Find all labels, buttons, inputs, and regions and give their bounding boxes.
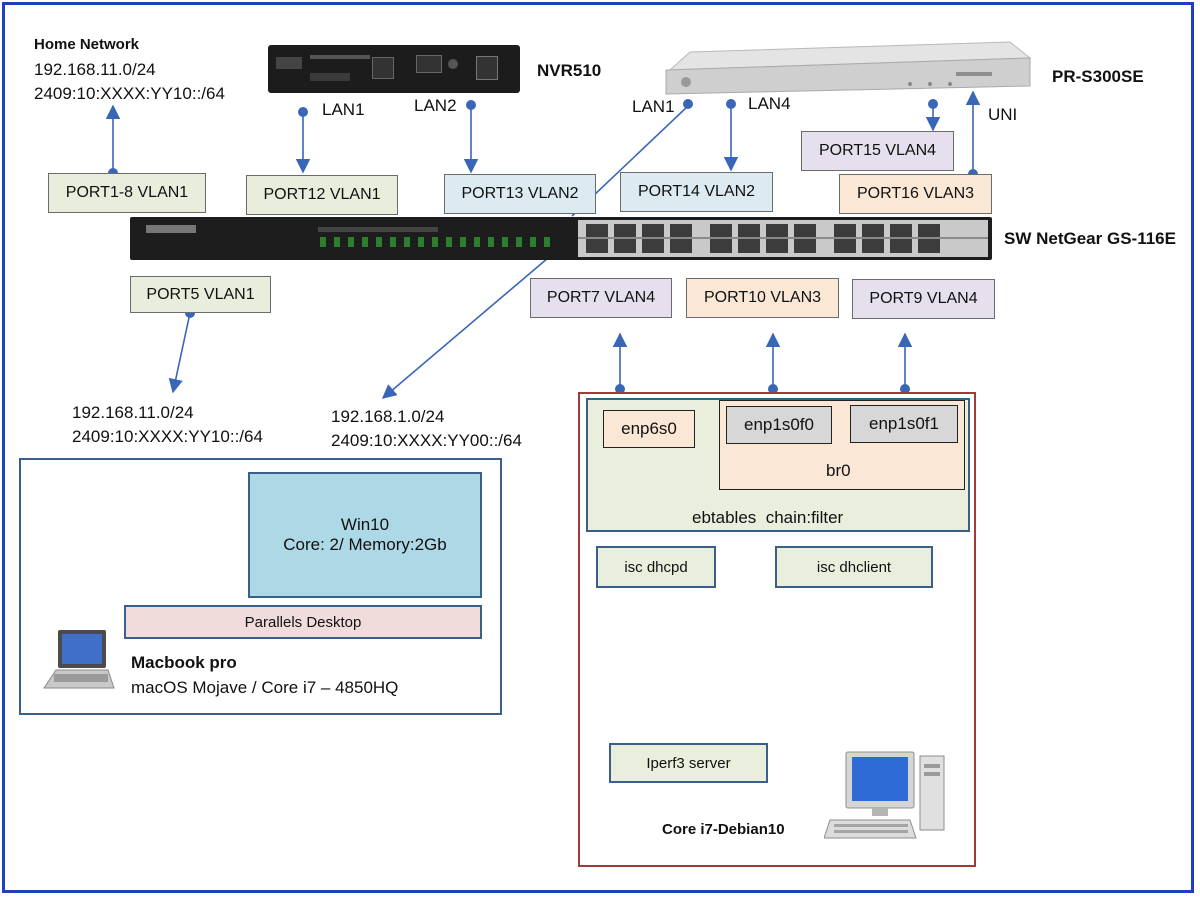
win10-vm-spec: Core: 2/ Memory:2Gb [283, 535, 447, 554]
macbook-name: Macbook pro [131, 653, 237, 672]
home-network-title: Home Network [34, 36, 140, 53]
isc-dhcpd-box: isc dhcpd [596, 546, 716, 588]
mid-subnet-ipv6: 2409:10:XXXX:YY00::/64 [331, 431, 522, 450]
port7-box: PORT7 VLAN4 [530, 278, 672, 318]
onu-lan1-label: LAN1 [632, 97, 675, 116]
home-network-ipv4: 192.168.11.0/24 [34, 60, 156, 79]
parallels-desktop-box: Parallels Desktop [124, 605, 482, 639]
desktop-pc-icon [824, 751, 945, 839]
macbook-spec: macOS Mojave / Core i7 – 4850HQ [131, 678, 399, 697]
win10-vm-name: Win10 [340, 515, 390, 534]
nvr510-device [268, 45, 520, 93]
nvr-lan2-label: LAN2 [414, 96, 457, 115]
port1-8-box: PORT1-8 VLAN1 [48, 173, 206, 213]
laptop-icon [43, 630, 115, 689]
port5-box: PORT5 VLAN1 [130, 276, 271, 313]
iperf3-server-box: Iperf3 server [609, 743, 768, 783]
pr-s300se-device [665, 41, 1032, 95]
win10-vm-box: Win10 Core: 2/ Memory:2Gb [248, 472, 482, 598]
debian-name: Core i7-Debian10 [662, 821, 785, 838]
home-network-ipv6: 2409:10:XXXX:YY10::/64 [34, 84, 225, 103]
left-subnet-ipv6: 2409:10:XXXX:YY10::/64 [72, 427, 263, 446]
left-subnet-ipv4: 192.168.11.0/24 [72, 403, 194, 422]
port16-box: PORT16 VLAN3 [839, 174, 992, 214]
port10-box: PORT10 VLAN3 [686, 278, 839, 318]
enp1s0f0-box: enp1s0f0 [726, 406, 832, 444]
port13-box: PORT13 VLAN2 [444, 174, 596, 214]
enp1s0f1-box: enp1s0f1 [850, 405, 958, 443]
nvr510-label: NVR510 [537, 61, 602, 80]
switch-device [130, 217, 992, 260]
br0-label: br0 [826, 461, 851, 480]
port15-box: PORT15 VLAN4 [801, 131, 954, 171]
port12-box: PORT12 VLAN1 [246, 175, 398, 215]
ebtables-label: ebtables chain:filter [692, 508, 844, 527]
port14-box: PORT14 VLAN2 [620, 172, 773, 212]
nvr-lan1-label: LAN1 [322, 100, 365, 119]
mid-subnet-ipv4: 192.168.1.0/24 [331, 407, 445, 426]
onu-uni-label: UNI [988, 105, 1018, 124]
onu-lan4-label: LAN4 [748, 94, 791, 113]
port9-box: PORT9 VLAN4 [852, 279, 995, 319]
isc-dhclient-box: isc dhclient [775, 546, 933, 588]
switch-label: SW NetGear GS-116E [1004, 229, 1176, 248]
pr-s300se-label: PR-S300SE [1052, 67, 1144, 86]
enp6s0-box: enp6s0 [603, 410, 695, 448]
